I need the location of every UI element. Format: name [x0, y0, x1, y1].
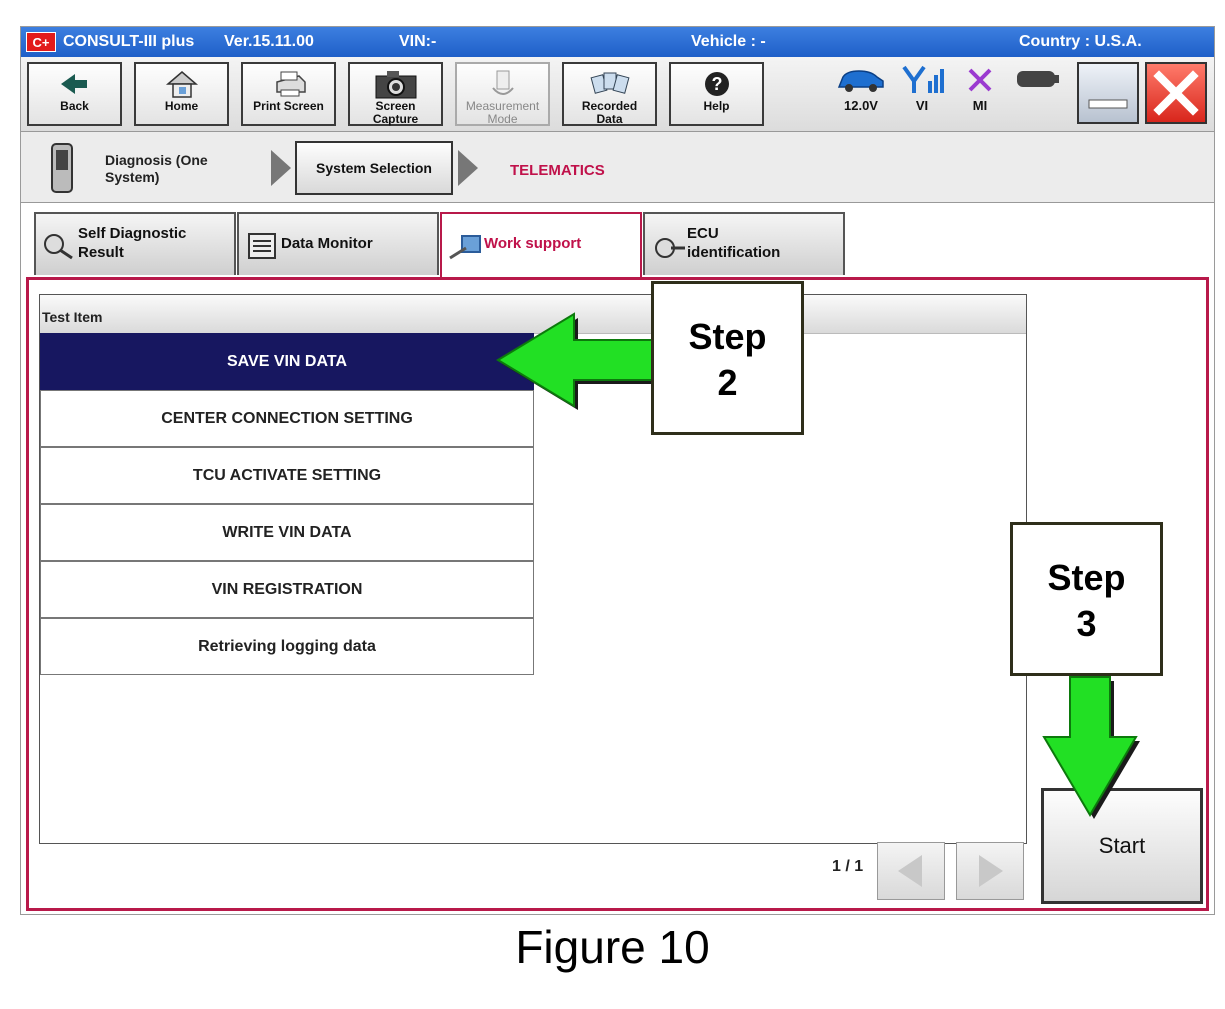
page-indicator: 1 / 1: [832, 858, 864, 875]
step-2-arrow-icon: [496, 312, 662, 410]
test-item-retrieving-logging-data[interactable]: Retrieving logging data: [40, 618, 534, 675]
system-selection-button[interactable]: System Selection: [295, 141, 453, 195]
camera-icon: [375, 71, 416, 99]
test-item-header: Test Item: [40, 295, 1026, 334]
test-item-tcu-activate-setting[interactable]: TCU ACTIVATE SETTING: [40, 447, 534, 504]
battery-status: 12.0V: [833, 65, 889, 113]
vi-label: VI: [915, 98, 929, 113]
vi-signal-icon: [902, 65, 944, 93]
tab-self-diagnostic-label-2: Result: [78, 244, 124, 261]
figure-caption: Figure 10: [515, 921, 710, 973]
tab-work-support[interactable]: Work support: [440, 212, 642, 279]
tab-work-support-label: Work support: [484, 235, 582, 252]
help-button[interactable]: ? Help: [669, 62, 764, 126]
breadcrumb-arrow-icon: [458, 150, 478, 186]
mi-disconnected-icon: [968, 68, 992, 92]
app-name: CONSULT-III plus: [63, 33, 195, 50]
car-icon: [837, 70, 884, 92]
recorded-data-label-2: Data: [596, 112, 623, 126]
measurement-mode-button[interactable]: Measurement Mode: [455, 62, 550, 126]
breadcrumb-diagnosis[interactable]: Diagnosis (One System): [105, 152, 208, 185]
breadcrumb-arrow-icon: [271, 150, 291, 186]
minimize-button[interactable]: [1077, 62, 1139, 124]
diagnosis-device-icon: [51, 143, 73, 193]
self-diagnostic-icon: [44, 234, 73, 260]
country-label: Country : U.S.A.: [1019, 33, 1142, 50]
work-support-icon: [449, 235, 481, 260]
app-version: Ver.15.11.00: [224, 33, 314, 50]
recorded-data-label-1: Recorded: [581, 99, 638, 113]
battery-voltage: 12.0V: [844, 98, 878, 113]
previous-page-button[interactable]: [877, 842, 945, 900]
data-monitor-icon: [248, 233, 276, 259]
consult-logo-icon: C+: [26, 32, 56, 52]
vehicle-label: Vehicle : -: [691, 33, 766, 50]
tab-data-monitor-label: Data Monitor: [281, 235, 373, 252]
breadcrumb-telematics: TELEMATICS: [510, 162, 605, 179]
screen-capture-button[interactable]: Screen Capture: [348, 62, 443, 126]
screen-capture-label-2: Capture: [372, 112, 419, 126]
step-3-callout-line-2: 3: [1076, 603, 1097, 644]
measurement-icon: [491, 70, 514, 95]
close-icon: [1153, 70, 1199, 116]
tab-ecu-identification[interactable]: ECU identification: [643, 212, 845, 275]
print-screen-button[interactable]: Print Screen: [241, 62, 336, 126]
vin-label: VIN:-: [399, 33, 437, 50]
test-item-header-label: Test Item: [42, 309, 103, 325]
close-button[interactable]: [1145, 62, 1207, 124]
test-item-save-vin-data[interactable]: SAVE VIN DATA: [40, 333, 534, 390]
chevron-left-icon: [898, 855, 922, 887]
consult-window: C+ CONSULT-III plus Ver.15.11.00 VIN:- V…: [20, 26, 1215, 915]
test-item-write-vin-data[interactable]: WRITE VIN DATA: [40, 504, 534, 561]
home-button[interactable]: Home: [134, 62, 229, 126]
step-2-callout-line-2: 2: [717, 362, 738, 403]
chevron-right-icon: [979, 855, 1003, 887]
recorded-data-button[interactable]: Recorded Data: [562, 62, 657, 126]
back-button[interactable]: Back: [27, 62, 122, 126]
step-2-callout: Step 2: [651, 281, 804, 435]
home-icon: [165, 71, 198, 98]
step-3-arrow-icon: [1042, 676, 1140, 819]
back-button-label: Back: [60, 99, 89, 113]
test-item-center-connection-setting[interactable]: CENTER CONNECTION SETTING: [40, 390, 534, 447]
mi-status: MI: [957, 65, 1003, 113]
print-screen-label: Print Screen: [253, 99, 324, 113]
indicator-status: [1015, 65, 1061, 98]
svg-text:?: ?: [711, 74, 722, 94]
help-button-label: Help: [703, 99, 730, 113]
test-item-vin-registration[interactable]: VIN REGISTRATION: [40, 561, 534, 618]
tab-data-monitor[interactable]: Data Monitor: [237, 212, 439, 275]
mi-label: MI: [972, 98, 988, 113]
screen-capture-label-1: Screen: [375, 99, 416, 113]
measurement-mode-label-1: Measurement: [465, 99, 540, 113]
tab-ecu-label-1: ECU: [687, 225, 719, 242]
indicator-icon: [1017, 71, 1059, 87]
measurement-mode-label-2: Mode: [487, 112, 518, 126]
title-bar: C+ CONSULT-III plus Ver.15.11.00 VIN:- V…: [21, 27, 1214, 57]
tab-self-diagnostic-label-1: Self Diagnostic: [78, 225, 187, 242]
step-3-callout-line-1: Step: [1047, 557, 1126, 598]
ecu-identification-icon: [655, 238, 685, 258]
tab-ecu-label-2: identification: [687, 244, 781, 261]
next-page-button[interactable]: [956, 842, 1024, 900]
help-icon: ?: [704, 72, 729, 96]
recorded-data-icon: [590, 72, 629, 94]
test-item-list: Test Item SAVE VIN DATA CENTER CONNECTIO…: [39, 294, 1027, 844]
toolbar: Back Home Print Screen Screen Capture Me…: [21, 57, 1214, 132]
back-arrow-icon: [60, 74, 87, 94]
home-button-label: Home: [164, 99, 199, 113]
printer-icon: [275, 71, 306, 97]
step-3-callout: Step 3: [1010, 522, 1163, 676]
tab-self-diagnostic-result[interactable]: Self Diagnostic Result: [34, 212, 236, 275]
start-button[interactable]: Start: [1041, 788, 1203, 904]
minimize-icon: [1088, 99, 1128, 109]
breadcrumb: Diagnosis (One System) System Selection …: [21, 132, 1214, 203]
vi-status: VI: [899, 65, 945, 113]
step-2-callout-line-1: Step: [688, 316, 767, 357]
